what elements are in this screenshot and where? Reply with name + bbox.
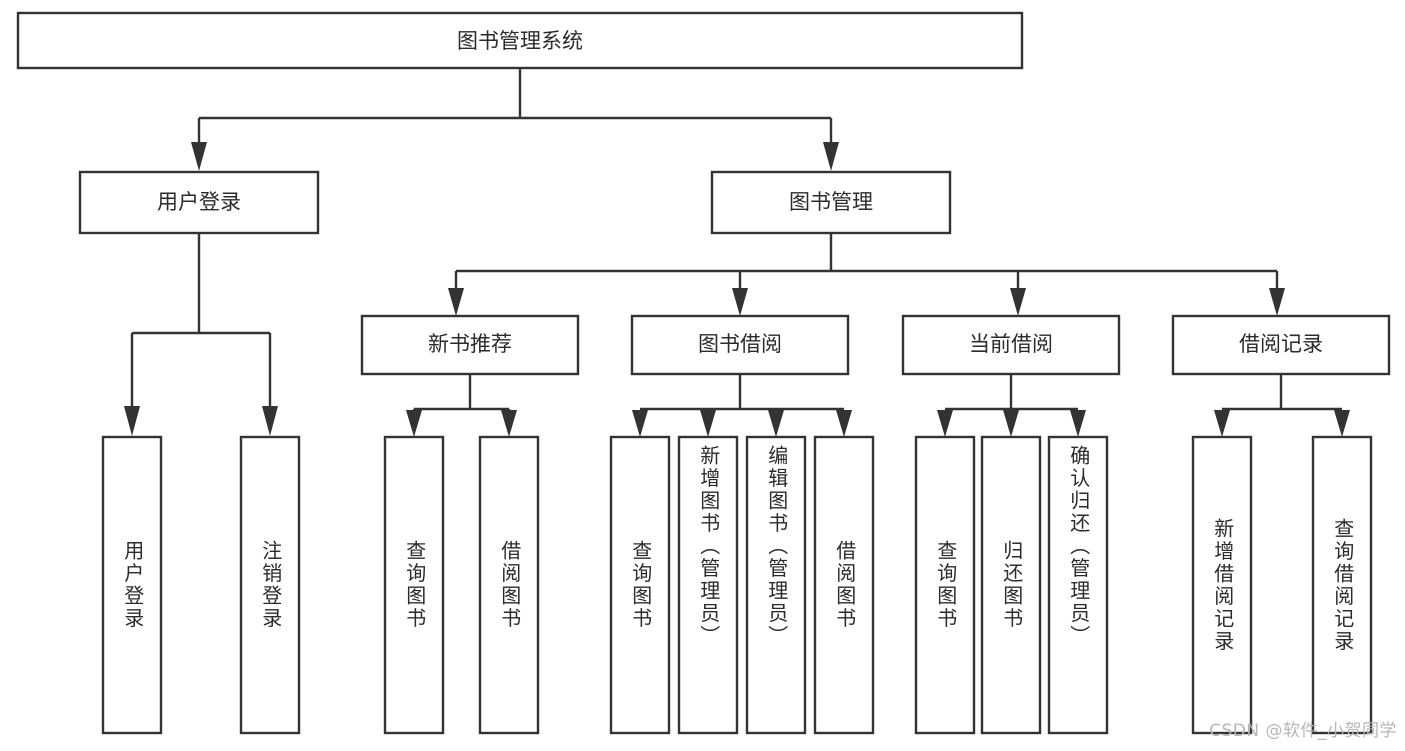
arrow-head-leaf-add-record (1214, 410, 1230, 437)
arrow-head-user-login (191, 142, 207, 171)
node-book-manage[interactable]: 图书管理 (710, 170, 952, 235)
arrow-head-leaf-confirm-return (1070, 410, 1086, 437)
node-current-borrow[interactable]: 当前借阅 (901, 314, 1121, 376)
node-new-book-recommend-box[interactable] (360, 314, 580, 376)
arrow-head-leaf-query-record (1334, 410, 1350, 437)
arrow-head-borrow-record (1269, 288, 1285, 316)
node-book-borrow[interactable]: 图书借阅 (630, 314, 850, 376)
node-borrow-record[interactable]: 借阅记录 (1171, 314, 1391, 376)
node-book-manage-box[interactable] (710, 170, 952, 235)
arrow-head-current-borrow (1010, 288, 1026, 316)
node-leaf-borrow-book-1-box[interactable] (478, 435, 540, 735)
arrow-head-leaf-logout (262, 406, 278, 436)
arrow-head-leaf-borrow-book-1 (501, 410, 517, 437)
node-user-login-box[interactable] (78, 170, 320, 235)
connector-layer (124, 68, 1350, 437)
arrow-head-leaf-query-book-3 (937, 410, 953, 437)
node-leaf-borrow-book-2-box[interactable] (813, 435, 875, 735)
node-leaf-confirm-return-box[interactable] (1047, 435, 1109, 735)
arrow-head-book-borrow (732, 288, 748, 316)
node-book-borrow-box[interactable] (630, 314, 850, 376)
arrow-head-leaf-user-login (124, 406, 140, 436)
watermark-text: CSDN @软件_小贺同学 (1209, 721, 1397, 741)
node-user-login-label: 用户登录 (157, 190, 241, 214)
node-user-login[interactable]: 用户登录 (78, 170, 320, 235)
node-leaf-logout-box[interactable] (239, 435, 301, 735)
node-leaf-add-record-box[interactable] (1191, 435, 1253, 735)
node-borrow-record-box[interactable] (1171, 314, 1391, 376)
node-leaf-query-book-1-box[interactable] (383, 435, 445, 735)
leaf-box-layer (101, 435, 1373, 735)
node-root[interactable]: 图书管理系统 (16, 11, 1024, 70)
arrow-head-leaf-borrow-book-2 (836, 410, 852, 437)
arrow-head-book-manage (823, 142, 839, 171)
arrow-head-new-book-recommend (448, 288, 464, 316)
node-current-borrow-box[interactable] (901, 314, 1121, 376)
node-leaf-query-record-box[interactable] (1311, 435, 1373, 735)
node-root-box[interactable] (16, 11, 1024, 70)
node-leaf-query-book-3-box[interactable] (914, 435, 976, 735)
node-current-borrow-label: 当前借阅 (969, 332, 1053, 356)
node-new-book-recommend[interactable]: 新书推荐 (360, 314, 580, 376)
arrow-head-leaf-query-book-1 (406, 410, 422, 437)
arrow-head-leaf-edit-book (768, 410, 784, 437)
node-borrow-record-label: 借阅记录 (1239, 332, 1323, 356)
node-leaf-return-book-box[interactable] (980, 435, 1042, 735)
node-leaf-query-book-2-box[interactable] (609, 435, 671, 735)
node-leaf-user-login-box[interactable] (101, 435, 163, 735)
node-new-book-recommend-label: 新书推荐 (428, 332, 512, 356)
node-book-manage-label: 图书管理 (789, 190, 873, 214)
arrow-head-leaf-query-book-2 (632, 410, 648, 437)
node-root-label: 图书管理系统 (457, 29, 583, 53)
node-book-borrow-label: 图书借阅 (698, 332, 782, 356)
node-leaf-add-book-box[interactable] (677, 435, 739, 735)
arrow-head-leaf-return-book (1003, 410, 1019, 437)
arrow-head-leaf-add-book (700, 410, 716, 437)
node-leaf-edit-book-box[interactable] (745, 435, 807, 735)
